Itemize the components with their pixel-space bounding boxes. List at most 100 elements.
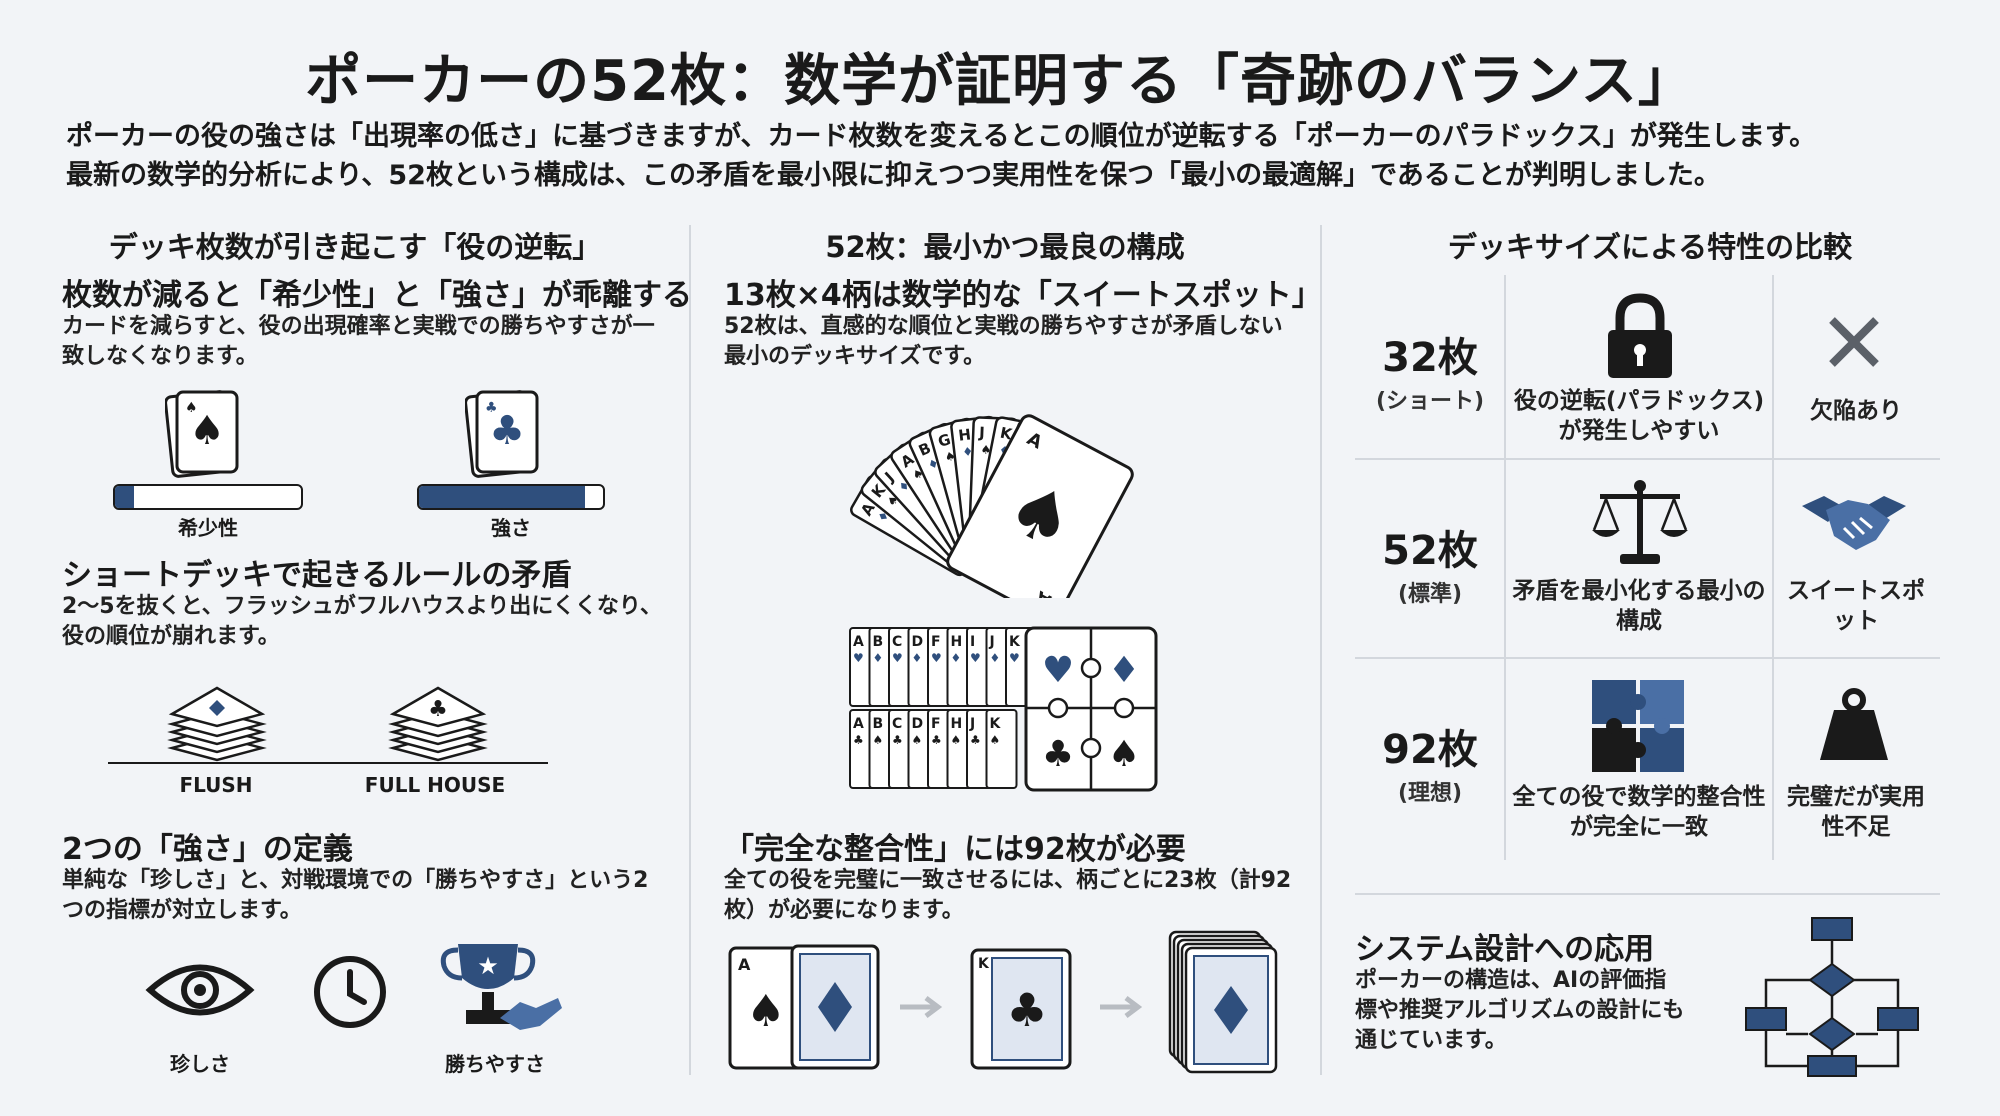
deck-type-standard: (標準) xyxy=(1397,582,1463,607)
deck-desc-52: 矛盾を最小化する最小の構成 xyxy=(1512,578,1766,634)
page-title: ポーカーの52枚：数学が証明する「奇跡のバランス」 xyxy=(305,49,1695,114)
left-s3-heading: 2つの「強さ」の定義 xyxy=(62,832,353,867)
x-mark-icon xyxy=(1829,317,1879,367)
ace-spade-and-back-card-icon: A ♠ xyxy=(728,944,880,1070)
left-column-title: デッキ枚数が引き起こす「役の逆転」 xyxy=(108,230,602,264)
svg-text:♠: ♠ xyxy=(951,733,962,747)
grid-card-letter: D xyxy=(912,716,924,732)
full-house-stack-icon: ♣ xyxy=(388,686,488,762)
rare-label: 珍しさ xyxy=(170,1052,230,1076)
svg-text:♠: ♠ xyxy=(980,443,991,457)
deck-eval-32: 欠陥あり xyxy=(1810,398,1902,424)
card-ace-letter: A xyxy=(738,955,751,974)
fan-front-a-bottom: A xyxy=(1032,586,1054,598)
middle-s1-body: 52枚は、直感的な順位と実戦の勝ちやすさが矛盾しない最小のデッキサイズです。 xyxy=(724,314,1283,369)
club-card-icon: ♣ ♣ xyxy=(465,390,539,478)
arrow-right-icon xyxy=(1100,996,1143,1018)
deck-desc-92: 全ての役で数学的整合性が完全に一致 xyxy=(1512,784,1766,840)
svg-text:♥: ♥ xyxy=(970,651,981,665)
right-column-title: デッキサイズによる特性の比較 xyxy=(1447,230,1853,264)
grid-card-letter: A xyxy=(853,634,864,650)
svg-text:♣: ♣ xyxy=(1006,983,1047,1037)
svg-text:♣: ♣ xyxy=(485,400,498,416)
grid-card-letter: C xyxy=(892,634,902,650)
arrow-right-icon xyxy=(900,996,943,1018)
svg-text:♥: ♥ xyxy=(1042,650,1074,691)
left-s3-body: 単純な「珍しさ」と、対戦環境での「勝ちやすさ」という2つの指標が対立します。 xyxy=(62,868,649,923)
svg-text:♦: ♦ xyxy=(912,651,923,665)
full-house-label: FULL HOUSE xyxy=(364,773,506,797)
column-divider-2 xyxy=(1320,225,1322,1075)
column-divider-1 xyxy=(689,225,691,1075)
app-heading: システム設計への応用 xyxy=(1355,932,1655,967)
left-s2-heading: ショートデッキで起きるルールの矛盾 xyxy=(62,558,572,593)
svg-text:♦: ♦ xyxy=(1108,650,1140,691)
table-row-divider-2 xyxy=(1355,657,1940,659)
win-label: 勝ちやすさ xyxy=(445,1052,545,1076)
svg-text:♠: ♠ xyxy=(990,733,1001,747)
svg-text:♦: ♦ xyxy=(962,444,974,459)
left-s2-body: 2〜5を抜くと、フラッシュがフルハウスより出にくくなり、役の順位が崩れます。 xyxy=(62,594,662,649)
fanned-cards-icon: A♦K♠J♦A♠B♦G♠H♦J♠K♦A♠ ♠ A A xyxy=(850,414,1134,598)
flush-stack-icon xyxy=(167,686,267,762)
deck-count-92: 92枚 xyxy=(1382,727,1478,773)
grid-card-letter: J xyxy=(969,716,975,732)
rarity-bar-fill xyxy=(115,486,134,508)
grid-card-letter: A xyxy=(853,716,864,732)
svg-text:♥: ♥ xyxy=(1009,651,1020,665)
svg-text:♦: ♦ xyxy=(990,651,1001,665)
grid-card: K♠ xyxy=(985,709,1018,789)
grid-card-letter: B xyxy=(873,716,884,732)
middle-s2-body: 全ての役を完璧に一致させるには、柄ごとに23枚（計92枚）が必要になります。 xyxy=(724,868,1292,923)
left-s1-heading: 枚数が減ると「希少性」と「強さ」が乖離する xyxy=(62,278,692,313)
svg-text:♥: ♥ xyxy=(892,651,903,665)
svg-text:★: ★ xyxy=(477,952,499,980)
middle-column-title: 52枚：最小かつ最良の構成 xyxy=(825,230,1185,264)
deck-desc-32: 役の逆転(パラドックス)が発生しやすい xyxy=(1513,388,1765,444)
grid-card-letter: K xyxy=(1009,634,1021,650)
lock-icon xyxy=(1608,293,1672,378)
svg-text:♠: ♠ xyxy=(912,733,923,747)
table-row: 52枚 (標準) xyxy=(1355,518,1505,608)
flush-label: FLUSH xyxy=(179,773,253,797)
deck-eval-52: スイートスポット xyxy=(1787,578,1925,634)
svg-text:♣: ♣ xyxy=(853,733,864,747)
svg-text:♣: ♣ xyxy=(489,408,525,454)
middle-s1-heading: 13枚×4柄は数学的な「スイートスポット」 xyxy=(724,278,1322,313)
svg-text:♦: ♦ xyxy=(951,651,962,665)
grid-card-letter: B xyxy=(873,634,884,650)
table-col-divider-1 xyxy=(1504,275,1506,860)
svg-text:♠: ♠ xyxy=(185,400,198,416)
svg-text:♥: ♥ xyxy=(853,651,864,665)
deck-eval-92: 完璧だが実用性不足 xyxy=(1787,784,1925,840)
fan-card-letter: G xyxy=(936,430,953,451)
grid-card-letter: C xyxy=(892,716,902,732)
king-club-card-icon: K ♣ xyxy=(970,948,1072,1070)
table-row: 92枚 (理想) xyxy=(1355,717,1505,807)
svg-text:♠: ♠ xyxy=(746,986,785,1037)
flowchart-icon xyxy=(1745,917,1919,1077)
strength-label: 強さ xyxy=(491,516,531,540)
middle-s2-heading: 「完全な整合性」には92枚が必要 xyxy=(724,832,1186,867)
grid-card-letter: K xyxy=(990,716,1002,732)
intro-line-2: 最新の数学的分析により、52枚という構成は、この矛盾を最小限に抑えつつ実用性を保… xyxy=(66,160,1721,191)
fan-card-letter: H xyxy=(957,425,972,444)
grid-card-letter: D xyxy=(912,634,924,650)
table-bottom-divider xyxy=(1355,893,1940,895)
intro-line-1: ポーカーの役の強さは「出現率の低さ」に基づきますが、カード枚数を変えるとこの順位… xyxy=(66,121,1817,152)
grid-card-letter: H xyxy=(951,716,963,732)
grid-card-letter: F xyxy=(931,634,941,650)
weight-icon xyxy=(1820,688,1888,760)
table-col-divider-2 xyxy=(1772,275,1774,860)
svg-text:♣: ♣ xyxy=(931,733,942,747)
grid-card-letter: F xyxy=(931,716,941,732)
balance-scale-icon xyxy=(1592,480,1688,564)
table-row-divider-1 xyxy=(1355,458,1940,460)
svg-text:♠: ♠ xyxy=(1108,734,1140,775)
table-row: 32枚 (ショート) xyxy=(1355,325,1505,415)
grid-card-letter: I xyxy=(970,634,975,650)
svg-text:♣: ♣ xyxy=(970,733,981,747)
trophy-handshake-icon: ★ xyxy=(440,944,562,1030)
spade-card-icon: ♠ ♠ xyxy=(165,390,239,478)
grid-card-letter: J xyxy=(989,634,995,650)
